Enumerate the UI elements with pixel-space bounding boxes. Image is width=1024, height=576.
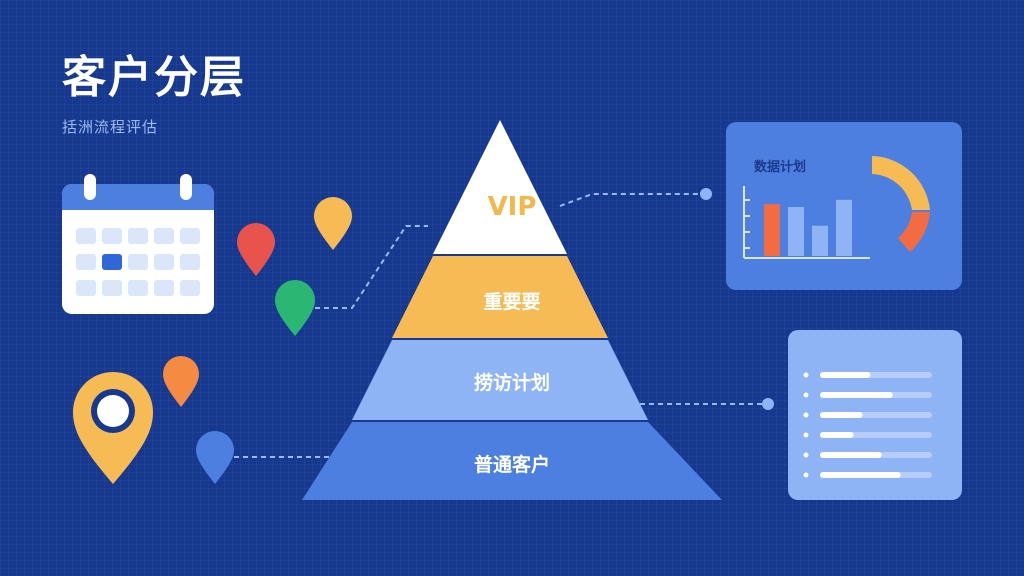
list-row-fill: [820, 372, 871, 378]
calendar-icon: [61, 174, 215, 314]
list-row-fill: [820, 432, 854, 438]
pyramid-label-vip: VIP: [487, 192, 537, 222]
data-chart-panel: [726, 122, 962, 290]
list-bullet: [803, 372, 809, 378]
pyramid-layer-4: [302, 422, 722, 500]
map-pin-icon-yellow: [314, 197, 352, 250]
connector-dot-top: [700, 188, 712, 200]
pyramid-label-4: 普通客户: [473, 454, 550, 476]
page-title: 客户分层: [62, 52, 246, 103]
list-bullet: [803, 392, 809, 398]
mini-bar-chart-icon: [743, 186, 870, 259]
connector-lines: [234, 193, 766, 458]
list-bullet: [803, 432, 809, 438]
map-pin-icon-green: [275, 280, 315, 336]
mini-bar: [788, 207, 804, 256]
pyramid-label-2: 重要要: [483, 291, 541, 313]
mini-bar: [812, 225, 828, 256]
list-panel: [788, 330, 962, 500]
list-icon: [803, 372, 932, 478]
page-subtitle: 括洲流程评估: [62, 118, 159, 136]
pyramid-layer-vip: [433, 120, 567, 254]
pyramid-layer-3: [352, 340, 648, 420]
donut-chart-icon: [872, 156, 930, 252]
map-pin-icon-orange: [163, 356, 199, 407]
map-pin-icon-blue: [196, 431, 234, 484]
list-row-fill: [820, 412, 863, 418]
mini-bar: [764, 204, 780, 256]
connector-vip-panel: [559, 193, 704, 207]
list-bullet: [803, 472, 809, 478]
location-ring-icon: [73, 372, 153, 484]
list-bullet: [803, 452, 809, 458]
pyramid: [302, 120, 722, 500]
list-row-fill: [820, 392, 893, 398]
pyramid-layer-2: [392, 256, 608, 338]
connector-dot-list: [762, 398, 774, 410]
connector-green-pin: [315, 225, 428, 309]
map-pin-icon-red: [237, 223, 275, 276]
list-row-fill: [820, 472, 901, 478]
list-row-fill: [820, 452, 882, 458]
pyramid-label-3: 捞访计划: [473, 372, 550, 394]
list-bullet: [803, 412, 809, 418]
mini-bar: [836, 199, 852, 256]
data-panel-title: 数据计划: [754, 160, 807, 175]
